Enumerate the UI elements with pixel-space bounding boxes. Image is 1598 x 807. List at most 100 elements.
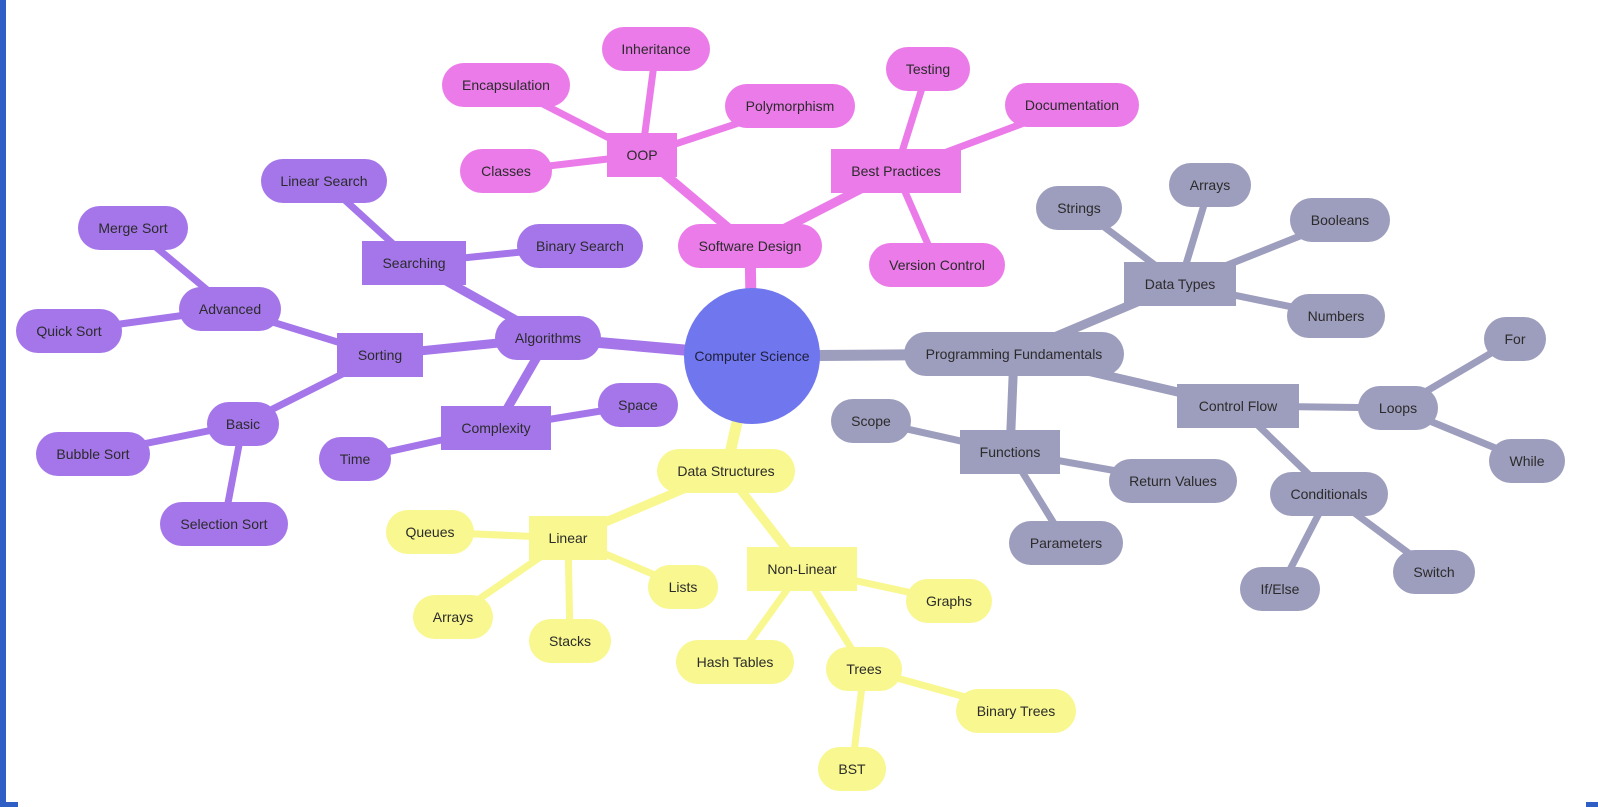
node-label: Control Flow [1199, 398, 1278, 414]
node-while[interactable]: While [1489, 439, 1565, 483]
node-shape [831, 149, 961, 193]
node-label: Loops [1379, 400, 1417, 416]
node-scope[interactable]: Scope [831, 399, 911, 443]
node-binary-trees[interactable]: Binary Trees [956, 689, 1076, 733]
node-space[interactable]: Space [598, 383, 678, 427]
node-shape [657, 449, 795, 493]
node-label: Arrays [1190, 177, 1230, 193]
node-merge-sort[interactable]: Merge Sort [78, 206, 188, 250]
node-sorting[interactable]: Sorting [337, 333, 423, 377]
node-root-computer-science[interactable]: Computer Science [684, 288, 820, 424]
node-software-design[interactable]: Software Design [678, 224, 822, 268]
node-label: Scope [851, 413, 891, 429]
node-label: Non-Linear [767, 561, 837, 577]
node-linear-search[interactable]: Linear Search [261, 159, 387, 203]
node-stacks[interactable]: Stacks [529, 619, 611, 663]
node-shape [495, 316, 601, 360]
node-shape [386, 510, 474, 554]
node-arrays[interactable]: Arrays [1169, 163, 1251, 207]
node-polymorphism[interactable]: Polymorphism [725, 84, 855, 128]
node-trees[interactable]: Trees [826, 647, 902, 691]
node-parameters[interactable]: Parameters [1009, 521, 1123, 565]
node-basic[interactable]: Basic [207, 402, 279, 446]
node-quick-sort[interactable]: Quick Sort [16, 309, 122, 353]
node-lists[interactable]: Lists [648, 565, 718, 609]
node-binary-search[interactable]: Binary Search [517, 224, 643, 268]
node-shape [1290, 198, 1390, 242]
node-testing[interactable]: Testing [886, 47, 970, 91]
node-shape [869, 243, 1005, 287]
node-version-control[interactable]: Version Control [869, 243, 1005, 287]
node-non-linear[interactable]: Non-Linear [747, 547, 857, 591]
node-data-structures[interactable]: Data Structures [657, 449, 795, 493]
node-oop[interactable]: OOP [607, 133, 677, 177]
node-shape [1393, 550, 1475, 594]
node-data-types[interactable]: Data Types [1124, 262, 1236, 306]
node-encapsulation[interactable]: Encapsulation [442, 63, 570, 107]
node-hash-tables[interactable]: Hash Tables [676, 640, 794, 684]
node-for[interactable]: For [1484, 317, 1546, 361]
node-label: Best Practices [851, 163, 940, 179]
node-classes[interactable]: Classes [460, 149, 552, 193]
node-if-else[interactable]: If/Else [1240, 567, 1320, 611]
node-bst[interactable]: BST [818, 747, 886, 791]
node-time[interactable]: Time [319, 437, 391, 481]
root-circle [684, 288, 820, 424]
node-functions[interactable]: Functions [960, 430, 1060, 474]
node-label: Booleans [1311, 212, 1369, 228]
node-label: Lists [669, 579, 698, 595]
node-graphs[interactable]: Graphs [906, 579, 992, 623]
node-shape [529, 516, 607, 560]
node-label: Complexity [461, 420, 530, 436]
node-shape [207, 402, 279, 446]
node-shape [529, 619, 611, 663]
node-documentation[interactable]: Documentation [1005, 83, 1139, 127]
node-arrays[interactable]: Arrays [413, 595, 493, 639]
node-inheritance[interactable]: Inheritance [602, 27, 710, 71]
node-conditionals[interactable]: Conditionals [1270, 472, 1388, 516]
node-label: Inheritance [621, 41, 690, 57]
node-shape [831, 399, 911, 443]
node-control-flow[interactable]: Control Flow [1177, 384, 1299, 428]
node-shape [956, 689, 1076, 733]
node-complexity[interactable]: Complexity [441, 406, 551, 450]
node-label: Time [340, 451, 371, 467]
node-shape [1358, 386, 1438, 430]
node-label: Parameters [1030, 535, 1102, 551]
node-strings[interactable]: Strings [1036, 186, 1122, 230]
node-shape [362, 241, 466, 285]
node-label: Testing [906, 61, 950, 77]
node-shape [1036, 186, 1122, 230]
node-shape [1124, 262, 1236, 306]
node-advanced[interactable]: Advanced [179, 287, 281, 331]
node-shape [607, 133, 677, 177]
node-label: Arrays [433, 609, 473, 625]
node-label: Binary Search [536, 238, 624, 254]
node-return-values[interactable]: Return Values [1109, 459, 1237, 503]
node-programming-fundamentals[interactable]: Programming Fundamentals [904, 332, 1124, 376]
node-numbers[interactable]: Numbers [1287, 294, 1385, 338]
node-shape [413, 595, 493, 639]
node-label: OOP [626, 147, 657, 163]
root-label: Computer Science [694, 348, 809, 364]
node-loops[interactable]: Loops [1358, 386, 1438, 430]
node-booleans[interactable]: Booleans [1290, 198, 1390, 242]
node-queues[interactable]: Queues [386, 510, 474, 554]
node-shape [160, 502, 288, 546]
node-switch[interactable]: Switch [1393, 550, 1475, 594]
node-shape [78, 206, 188, 250]
node-shape [1240, 567, 1320, 611]
node-best-practices[interactable]: Best Practices [831, 149, 961, 193]
node-bubble-sort[interactable]: Bubble Sort [36, 432, 150, 476]
node-shape [319, 437, 391, 481]
node-shape [1489, 439, 1565, 483]
node-algorithms[interactable]: Algorithms [495, 316, 601, 360]
node-shape [598, 383, 678, 427]
node-shape [648, 565, 718, 609]
node-shape [1484, 317, 1546, 361]
node-shape [442, 63, 570, 107]
node-selection-sort[interactable]: Selection Sort [160, 502, 288, 546]
node-shape [676, 640, 794, 684]
node-linear[interactable]: Linear [529, 516, 607, 560]
node-searching[interactable]: Searching [362, 241, 466, 285]
